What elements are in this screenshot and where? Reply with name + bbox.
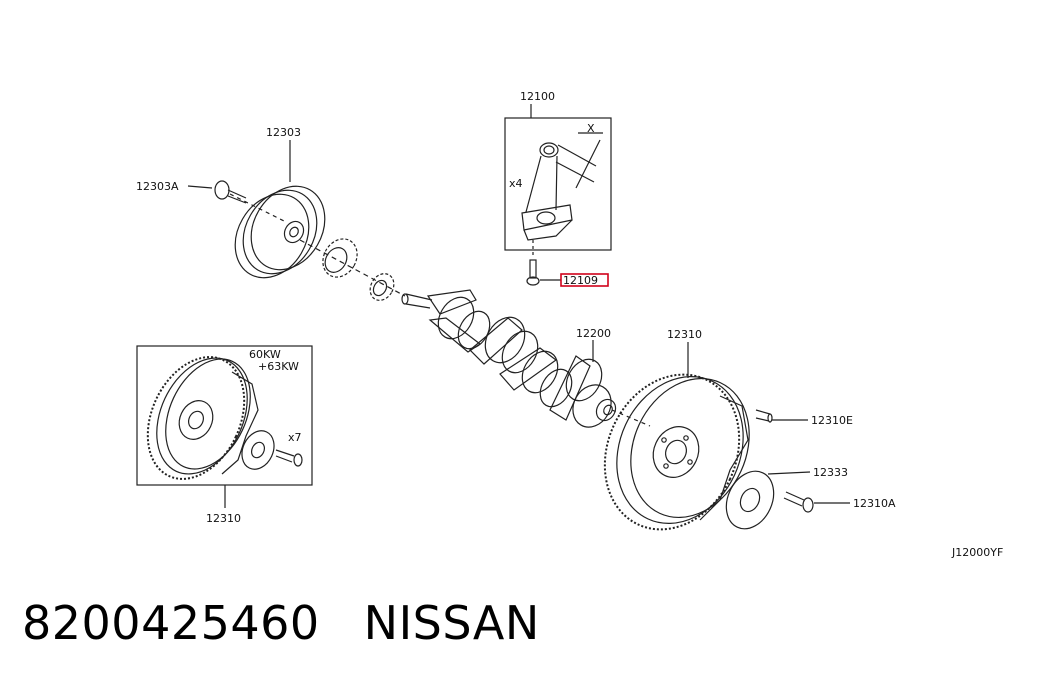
reinforcement-plate-icon	[241, 430, 275, 470]
rod-bolt-icon	[526, 259, 540, 286]
dimension-x-icon	[555, 132, 603, 189]
callout-12109: 12109	[563, 274, 598, 287]
dowel-pin-icon	[755, 409, 773, 423]
flywheel-icon	[146, 356, 259, 480]
leader-line	[767, 471, 811, 475]
brand-name: NISSAN	[363, 596, 540, 650]
connecting-rod-icon	[521, 142, 573, 241]
callout-12333: 12333	[813, 466, 848, 479]
callout-labels: 12100 12303 12303A 12109 12200 12310 123…	[136, 90, 1003, 559]
callout-12310-right: 12310	[667, 328, 702, 341]
sprocket-gear-icon	[299, 238, 406, 301]
flywheel-bolt-icon	[783, 491, 814, 513]
quantity-rod: x4	[509, 177, 523, 190]
diagram-code: J12000YF	[951, 546, 1003, 559]
crankshaft-icon	[401, 289, 617, 428]
power-63kw-label: +63KW	[258, 360, 299, 373]
callout-12310-box: 12310	[206, 512, 241, 525]
connecting-rod-group	[504, 104, 612, 287]
connecting-rod-inset-box	[504, 117, 612, 251]
callout-12100: 12100	[520, 90, 555, 103]
flywheel-inset-group	[136, 345, 313, 508]
crank-pulley-group	[187, 140, 326, 279]
flywheel-icon	[603, 373, 750, 531]
quantity-bolt: x7	[288, 431, 302, 444]
callout-12303: 12303	[266, 126, 301, 139]
part-number: 8200425460	[22, 596, 320, 650]
callout-12200: 12200	[576, 327, 611, 340]
reinforcement-plate-icon	[725, 470, 775, 530]
dimension-x-label: X	[587, 122, 595, 135]
pulley-bolt-icon	[214, 180, 247, 204]
power-60kw-label: 60KW	[249, 348, 281, 361]
leader-line	[187, 185, 213, 189]
callout-12310E: 12310E	[811, 414, 853, 427]
highlight-12109-box	[560, 273, 609, 287]
callout-12310A: 12310A	[853, 497, 896, 510]
crank-pulley-icon	[250, 185, 326, 271]
flywheel-bolt-icon	[275, 449, 303, 467]
flywheel-right-group	[603, 342, 850, 531]
footer-caption: 8200425460 NISSAN	[22, 596, 540, 650]
callout-12303A: 12303A	[136, 180, 179, 193]
